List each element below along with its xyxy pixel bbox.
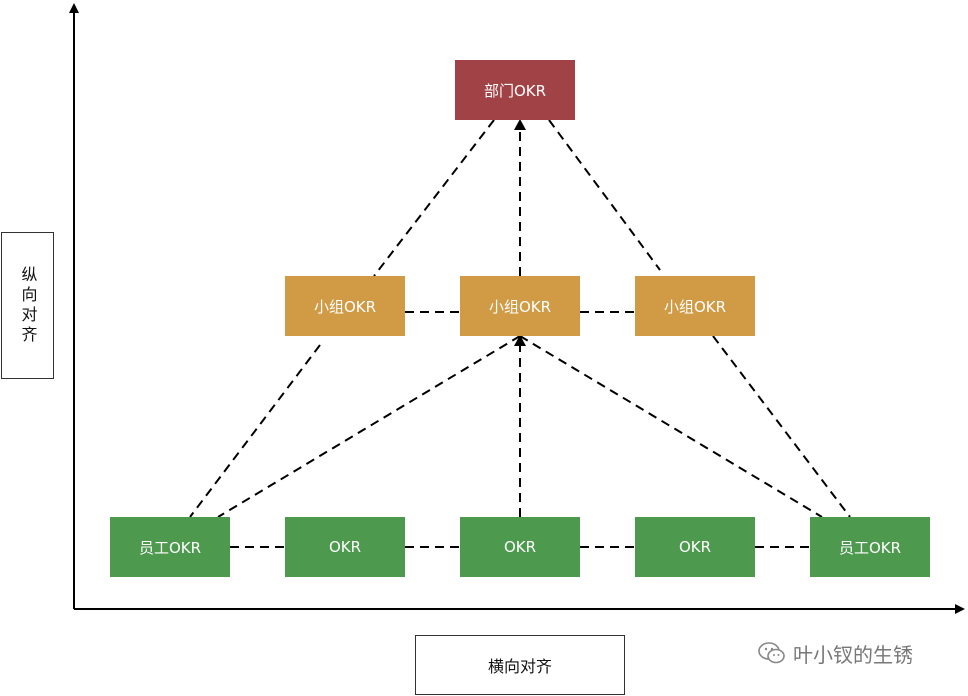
connector-team-right-emp5 [712,335,851,518]
connector-team-center-emp5 [519,335,823,518]
arrowhead-team [514,335,526,346]
connector-team-left-emp1 [189,344,321,518]
wechat-icon [758,642,785,664]
connector-dept-team-right [548,119,661,271]
horizontal-alignment-text: 横向对齐 [487,657,552,676]
node-employee-okr-5: 员工OKR [810,517,930,577]
node-team-okr-center: 小组OKR [460,276,580,336]
node-employee-okr-4: OKR [635,517,755,577]
vertical-alignment-text: 纵向对齐 [18,265,38,346]
node-team-okr-left: 小组OKR [285,276,405,336]
node-employee-okr-1: 员工OKR [110,517,230,577]
watermark-text: 叶小钗的生锈 [793,642,913,667]
node-employee-okr-3: OKR [460,517,580,577]
connector-dept-team-left [373,119,495,277]
arrowhead-dept [514,119,526,130]
vertical-alignment-label: 纵向对齐 [1,232,54,379]
watermark: 叶小钗的生锈 [757,636,913,670]
node-dept-okr: 部门OKR [455,60,575,120]
connector-team-center-emp1 [217,335,521,518]
horizontal-alignment-label: 横向对齐 [415,635,625,695]
node-employee-okr-2: OKR [285,517,405,577]
node-team-okr-right: 小组OKR [635,276,755,336]
